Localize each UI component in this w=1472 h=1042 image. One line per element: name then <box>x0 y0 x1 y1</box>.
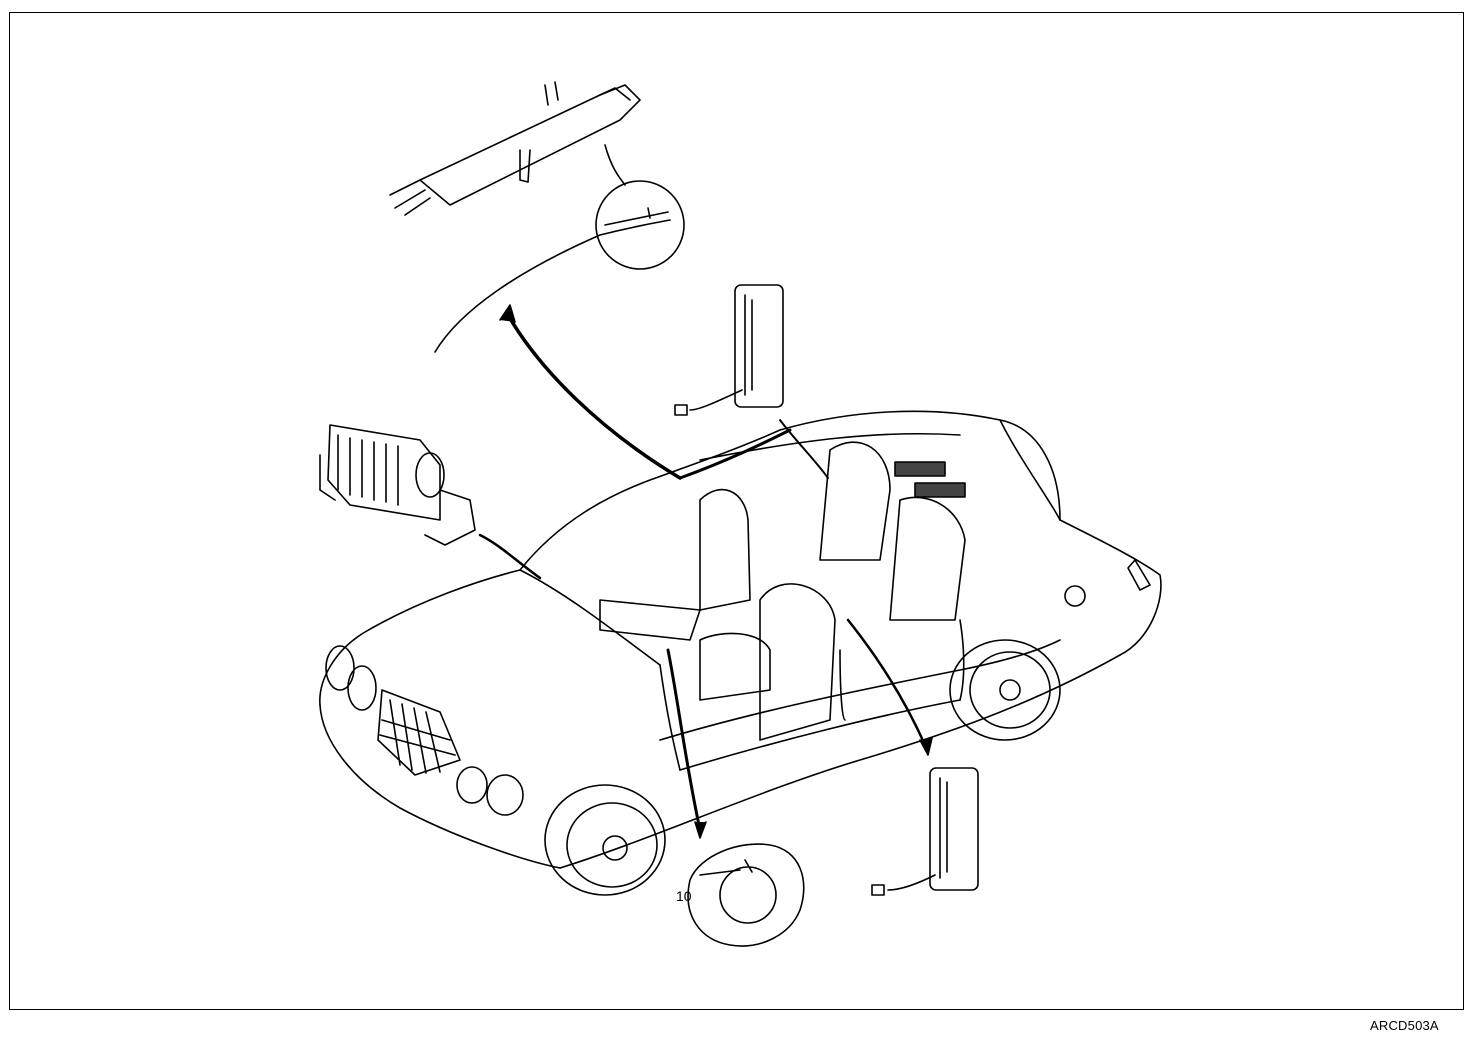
wheels <box>545 640 1060 895</box>
side-airbag-module-front <box>675 285 828 478</box>
seats <box>600 442 965 740</box>
passenger-airbag-module <box>320 425 540 578</box>
car-body <box>320 411 1161 868</box>
curtain-airbag-line <box>435 220 790 478</box>
callout-number: 10 <box>676 888 692 904</box>
driver-airbag-module <box>668 650 804 946</box>
car-front-details <box>326 646 523 815</box>
curtain-airbag-inflator <box>390 82 684 269</box>
side-airbag-module-rear <box>848 620 978 895</box>
figure-code: ARCD503A <box>1370 1018 1439 1033</box>
figure-frame <box>9 12 1464 1010</box>
